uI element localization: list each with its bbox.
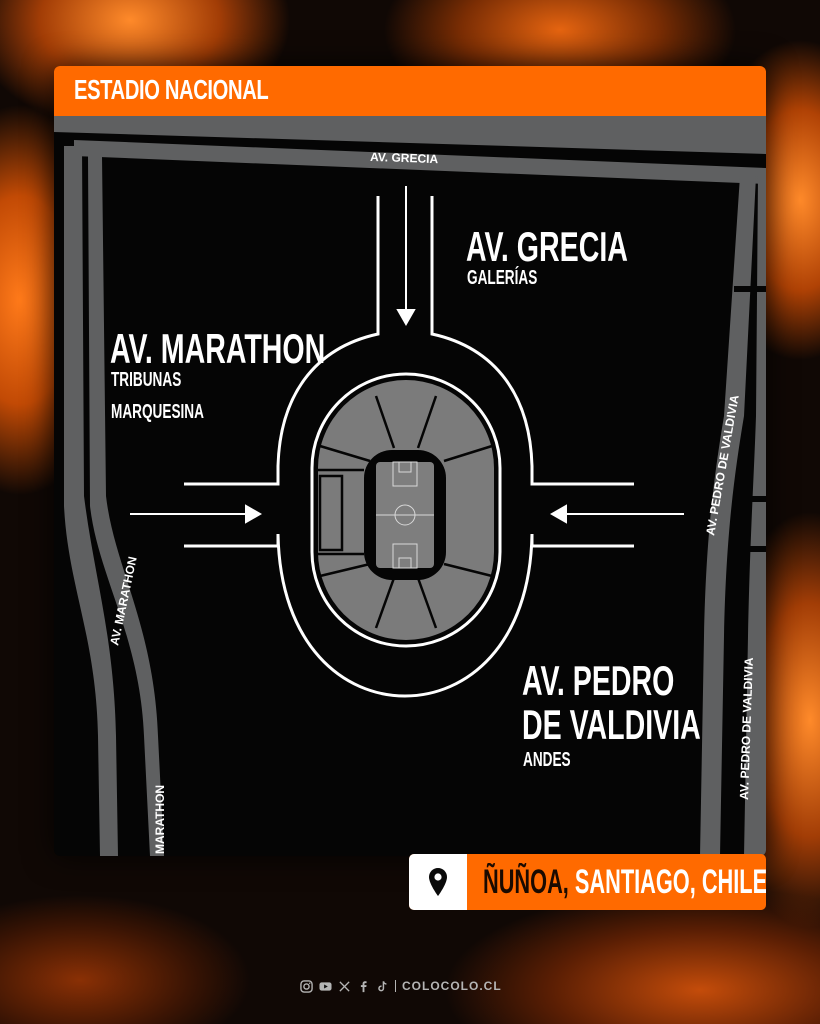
youtube-icon[interactable] (319, 980, 332, 993)
tiktok-icon[interactable] (376, 980, 389, 993)
entrance-east-street-line-2: DE VALDIVIA (522, 701, 701, 748)
map-pin-icon (429, 868, 447, 896)
label-av-grecia: AV. GRECIA (370, 150, 439, 166)
arrow-left-icon (549, 504, 684, 524)
location-district: ÑUÑOA, (483, 863, 569, 901)
stadium-map-card: ESTADIO NACIONAL AV. GRECIA AV. MARATHON… (54, 66, 766, 856)
x-icon[interactable] (338, 980, 351, 993)
road-av-grecia-upper (54, 116, 766, 154)
label-marathon: MARATHON (153, 785, 167, 854)
footer-separator (395, 980, 396, 992)
roads (54, 116, 766, 856)
entrance-east-street-line-1: AV. PEDRO (522, 657, 675, 704)
road-av-grecia-lower (74, 140, 766, 184)
arrow-right-icon (130, 504, 263, 524)
entrance-east-sector: ANDES (523, 749, 571, 771)
instagram-icon[interactable] (300, 979, 313, 993)
title-bar: ESTADIO NACIONAL (54, 66, 766, 116)
entrance-west-sector-1: TRIBUNAS (111, 369, 182, 391)
facebook-icon[interactable] (357, 980, 370, 993)
footer: COLOCOLO.CL (300, 978, 502, 994)
label-av-pedro-de-valdivia-lower: AV. PEDRO DE VALDIVIA (737, 657, 756, 800)
stadium-map: AV. GRECIA AV. MARATHON MARATHON AV. PED… (54, 116, 766, 856)
road-av-pedro-de-valdivia-inner (700, 176, 756, 856)
access-ring (184, 196, 634, 698)
entrance-west-street: AV. MARATHON (110, 325, 326, 372)
entrance-west-sector-2: MARQUESINA (111, 401, 204, 423)
entrance-north-street: AV. GRECIA (466, 223, 628, 270)
page-title: ESTADIO NACIONAL (74, 74, 269, 105)
entrance-north-sector: GALERÍAS (467, 267, 538, 289)
location-badge: ÑUÑOA, SANTIAGO, CHILE (409, 854, 766, 910)
road-av-pedro-de-valdivia-outer (744, 176, 766, 856)
website-link[interactable]: COLOCOLO.CL (402, 979, 502, 993)
location-city-country: SANTIAGO, CHILE (574, 863, 766, 901)
arrow-down-icon (396, 186, 416, 327)
road-av-marathon-outer (64, 146, 118, 856)
stadium (310, 372, 502, 648)
road-av-marathon-inner (88, 156, 164, 856)
